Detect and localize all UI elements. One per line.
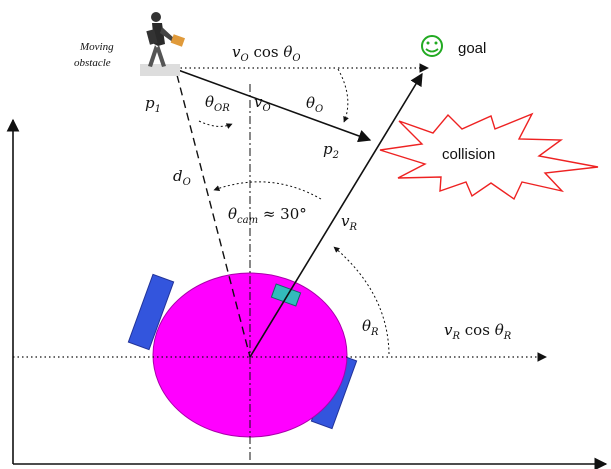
theta-o-label: θO — [306, 94, 323, 115]
obstacle-velocity-arrow — [177, 69, 372, 143]
theta-cam-arc — [213, 181, 322, 200]
collision-label: collision — [442, 146, 495, 163]
theta-or-arc — [198, 120, 233, 129]
vr-cos-theta-r-label: vR cos θR — [444, 321, 512, 342]
theta-o-arc — [337, 68, 349, 123]
theta-or-label: θOR — [205, 93, 230, 114]
robot-wheel-left — [127, 273, 175, 351]
theta-cam-label: θcam ≈ 30° — [228, 205, 307, 226]
moving-obstacle-label-line1: Moving — [79, 41, 114, 53]
theta-r-arc — [333, 246, 390, 355]
moving-obstacle-label-line2: obstacle — [74, 57, 111, 69]
v-o-label: vO — [254, 93, 271, 114]
d-o-label: dO — [173, 167, 191, 188]
distance-dO-line — [176, 74, 251, 358]
p1-label: p1 — [145, 94, 161, 115]
walking-person-icon — [140, 12, 186, 76]
robot-velocity-arrow — [249, 72, 423, 358]
theta-r-label: θR — [362, 317, 379, 338]
p2-label: p2 — [323, 140, 339, 161]
vo-cos-theta-o-label: vO cos θO — [232, 43, 301, 64]
smiley-face-icon — [421, 35, 443, 57]
v-r-label: vR — [341, 212, 357, 233]
goal-label: goal — [458, 40, 486, 57]
explosion-burst-icon — [379, 112, 599, 201]
